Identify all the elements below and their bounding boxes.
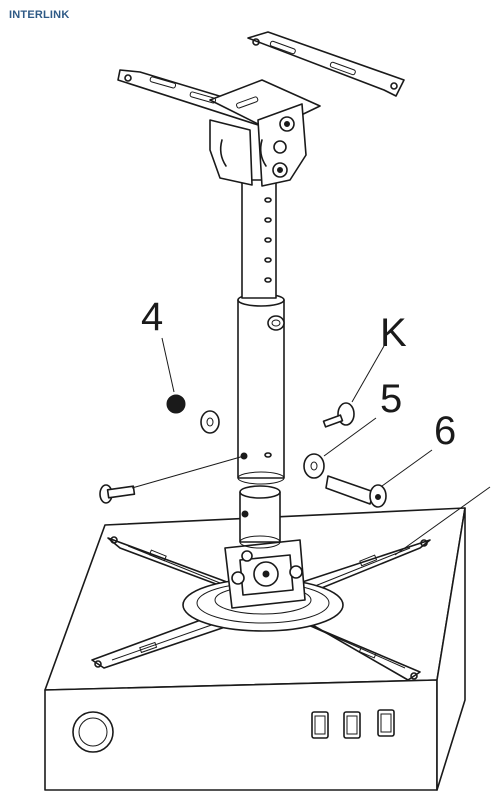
extension-pole (237, 179, 285, 485)
vent-slot (377, 709, 395, 737)
lens-icon (72, 711, 114, 753)
ceiling-bracket (117, 31, 405, 187)
callout-k: K (380, 311, 407, 355)
brand-logo: INTERLINK (9, 9, 70, 21)
pole-bolt (99, 455, 245, 504)
vent-slot (343, 711, 361, 739)
callout-5: 5 (380, 377, 402, 421)
tilt-head (182, 485, 344, 632)
part-k-bolt (322, 345, 385, 428)
part-6-bolt (325, 449, 433, 508)
callout-4: 4 (141, 295, 163, 339)
callout-6: 6 (434, 409, 456, 453)
vent-slot (311, 711, 329, 739)
part-5-washer (303, 417, 377, 479)
part-4-nut (161, 337, 220, 434)
